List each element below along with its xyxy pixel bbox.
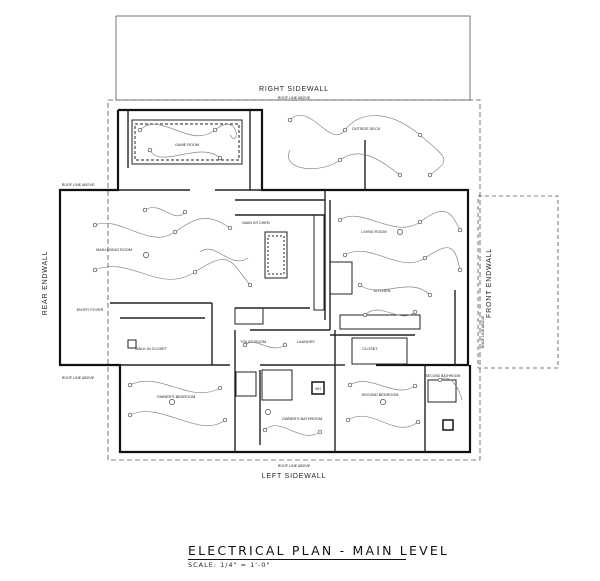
label-roof-line-rear-bottom: ROOF LINE ABOVE — [62, 376, 95, 380]
interior-walls — [110, 110, 456, 452]
room-main-kitchen: MAIN KITCHEN — [242, 221, 269, 225]
exterior-walls — [58, 108, 472, 454]
room-living-room: LIVING ROOM — [361, 230, 386, 234]
label-roof-line-bottom: ROOF LINE ABOVE — [278, 464, 311, 468]
room-second-bathroom: SECOND BATHROOM — [426, 374, 461, 378]
plan-labels: RIGHT SIDEWALL ROOF LINE ABOVE LEFT SIDE… — [42, 86, 493, 480]
room-main-living-room: MAIN LIVING ROOM — [96, 248, 132, 252]
room-closet: CLOSET — [362, 347, 378, 351]
room-walk-in-closet: WALK-IN CLOSET — [135, 347, 168, 351]
title-block: ELECTRICAL PLAN - MAIN LEVEL SCALE: 1/4"… — [188, 543, 450, 569]
roof-line-outline — [107, 15, 559, 461]
room-game-room: GAME ROOM — [175, 143, 199, 147]
label-roof-line-rear-top: ROOF LINE ABOVE — [62, 183, 95, 187]
room-kitchen: KITCHEN — [374, 289, 391, 293]
drawing-scale: SCALE: 1/4" = 1'-0" — [188, 561, 271, 569]
wiring-circuits — [94, 114, 463, 436]
label-roof-line-top: ROOF LINE ABOVE — [278, 96, 311, 100]
room-owners-bathroom: OWNER'S BATHROOM — [282, 417, 323, 421]
room-toilet-room: TOILET ROOM — [240, 340, 266, 344]
drawing-title: ELECTRICAL PLAN - MAIN LEVEL — [188, 543, 450, 558]
room-outside-deck: OUTSIDE DECK — [352, 127, 381, 131]
electrical-fixtures — [92, 117, 463, 435]
room-laundry: LAUNDRY — [297, 340, 316, 344]
label-right-sidewall: RIGHT SIDEWALL — [259, 86, 329, 93]
title-underline — [188, 559, 406, 560]
label-left-sidewall: LEFT SIDEWALL — [262, 473, 326, 480]
label-rear-endwall: REAR ENDWALL — [42, 251, 49, 316]
label-front-endwall: FRONT ENDWALL — [486, 248, 493, 318]
room-entry-foyer: ENTRY FOYER — [77, 308, 104, 312]
label-roof-line-front: ROOF LINE ABOVE — [481, 315, 485, 348]
room-second-bedroom: SECOND BEDROOM — [362, 393, 399, 397]
cabinetry — [127, 119, 457, 431]
room-wh: WH — [315, 387, 321, 391]
room-owners-bedroom: OWNER'S BEDROOM — [157, 395, 195, 399]
